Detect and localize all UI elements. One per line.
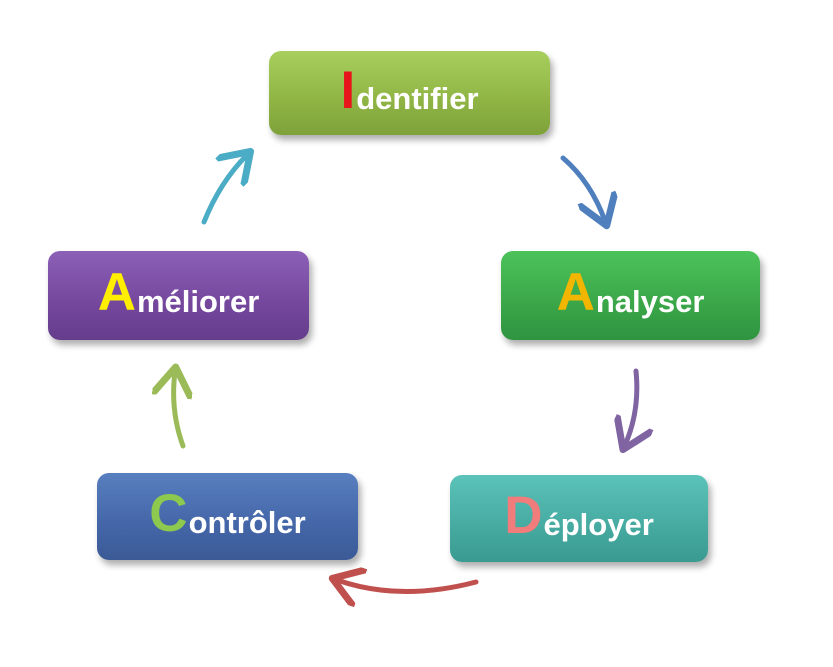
step-ameliorer: A méliorer [48,251,309,340]
step-initial-deployer: D [504,486,543,545]
arrow-deployer-to-controler [337,580,479,592]
step-initial-controler: C [149,484,188,543]
arrow-controler-to-ameliorer [174,372,183,449]
step-initial-identifier: I [340,60,356,120]
step-label-identifier: dentifier [356,81,479,116]
step-label-deployer: éployer [543,506,654,542]
step-analyser: A nalyser [501,251,760,340]
step-label-controler: ontrôler [188,504,306,540]
step-controler: C ontrôler [97,473,358,560]
step-initial-analyser: A [556,263,595,322]
step-initial-ameliorer: A [97,263,136,322]
step-label-analyser: nalyser [595,283,705,319]
step-label-ameliorer: méliorer [136,283,260,319]
arrow-identifier-to-analyser [560,155,605,221]
arrow-ameliorer-to-identifier [201,155,247,225]
arrow-analyser-to-deployer [625,368,637,445]
step-identifier: I dentifier [269,51,550,135]
step-deployer: D éployer [450,475,708,562]
